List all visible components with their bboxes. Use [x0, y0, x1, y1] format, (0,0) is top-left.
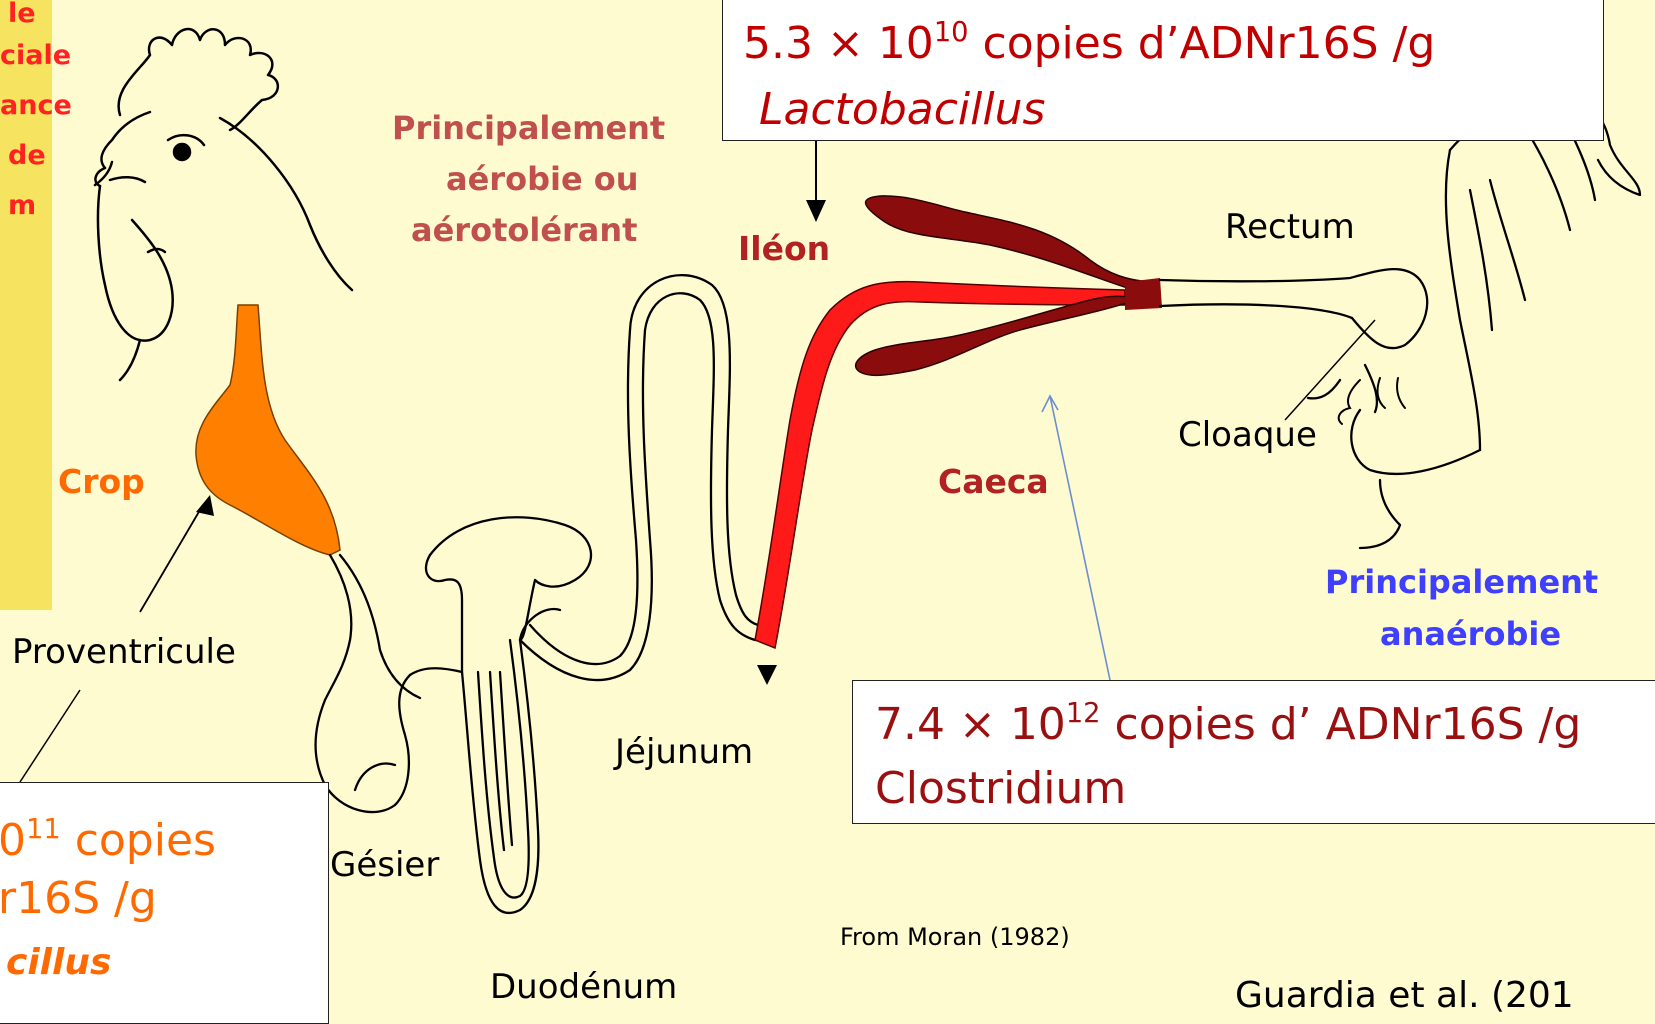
margin-text-3: ance — [0, 92, 72, 119]
citation-text: Guardia et al. (201 — [1235, 975, 1574, 1016]
citation: Guardia et al. (201 — [1235, 978, 1574, 1014]
margin-text-1: le — [8, 0, 36, 27]
caeca-junction — [1125, 278, 1162, 310]
caeca-count-mantissa: 7.4 × 10 — [875, 699, 1066, 750]
crop-count-box: 011 copies r16S /g cillus — [0, 782, 329, 1024]
ileon-label: Iléon — [738, 232, 830, 265]
ileon-count-box: 5.3 × 1010 copies d’ADNr16S /g Lactobaci… — [722, 0, 1604, 141]
duodenum-label: Duodénum — [490, 970, 677, 1004]
crop-label: Crop — [58, 465, 145, 498]
proventricule-label: Proventricule — [12, 635, 236, 669]
anaerobic-label-line2: anaérobie — [1380, 618, 1561, 650]
caeca-count-exponent: 12 — [1066, 698, 1101, 729]
ileon-count-unit: copies d’ADNr16S /g — [969, 18, 1436, 69]
ileon-genus: Lactobacillus — [759, 88, 1045, 132]
aerobic-label-line2: aérobie ou — [446, 163, 639, 195]
caeca-count-unit: copies d’ ADNr16S /g — [1101, 699, 1582, 750]
caeca-label: Caeca — [938, 465, 1049, 498]
margin-text-5: m — [8, 192, 36, 219]
ileon-count-line: 5.3 × 1010 copies d’ADNr16S /g — [743, 22, 1435, 66]
margin-text-2: ciale — [0, 42, 71, 69]
caeca-count-box: 7.4 × 1012 copies d’ ADNr16S /g Clostrid… — [852, 680, 1655, 824]
caeca-count-line: 7.4 × 1012 copies d’ ADNr16S /g — [875, 703, 1581, 747]
anaerobic-label-line1: Principalement — [1325, 566, 1598, 598]
ileon-count-exponent: 10 — [934, 17, 969, 48]
crop-count-exponent: 11 — [26, 814, 61, 845]
cloaque-label: Cloaque — [1178, 418, 1317, 452]
gesier-label: Gésier — [330, 848, 439, 882]
source-note: From Moran (1982) — [840, 925, 1070, 949]
crop-count-line2: r16S /g — [0, 877, 157, 921]
crop-count-unit: copies — [61, 815, 216, 866]
caeca-genus: Clostridium — [875, 767, 1126, 811]
crop-count-mantissa: 0 — [0, 815, 26, 866]
margin-text-4: de — [8, 142, 46, 169]
rectum-label: Rectum — [1225, 210, 1355, 244]
crop-genus: cillus — [6, 945, 111, 981]
ileon-count-mantissa: 5.3 × 10 — [743, 18, 934, 69]
crop-count-line: 011 copies — [0, 819, 216, 863]
aerobic-label-line3: aérotolérant — [411, 214, 637, 246]
aerobic-label-line1: Principalement — [392, 112, 665, 144]
jejunum-label: Jéjunum — [615, 735, 753, 769]
